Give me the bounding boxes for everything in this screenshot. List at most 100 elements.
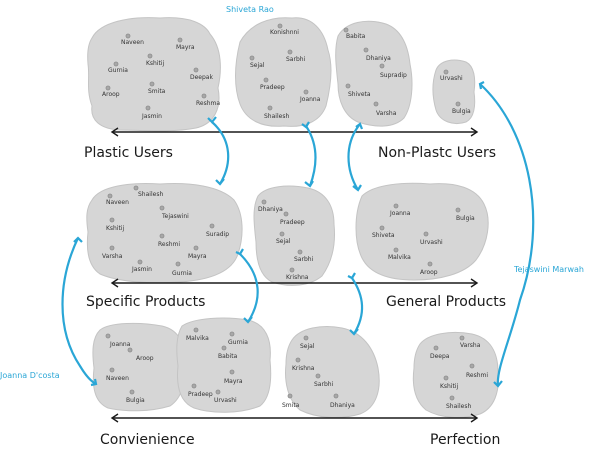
person-marker: Deepak <box>190 67 213 81</box>
arrowhead <box>301 121 310 129</box>
svg-text:Deepa: Deepa <box>430 353 450 360</box>
person-marker: Aroop <box>420 261 438 276</box>
svg-text:Gurnia: Gurnia <box>108 67 128 74</box>
person-marker: Bulgia <box>126 389 145 404</box>
person-marker: Dhaniya <box>258 199 283 213</box>
svg-text:Sarbhi: Sarbhi <box>314 381 334 388</box>
connector-arrow <box>351 277 364 335</box>
connector-arrow <box>347 123 361 191</box>
person-marker: Shailesh <box>133 185 163 198</box>
svg-text:Urvashi: Urvashi <box>440 75 463 82</box>
person-marker: Babita <box>343 27 366 40</box>
connector-arrow <box>479 83 535 387</box>
arrowhead <box>347 272 356 280</box>
person-marker: Reshma <box>196 93 220 107</box>
arrowhead <box>235 248 244 256</box>
person-marker: Bulgia <box>455 207 475 222</box>
svg-text:Dhaniya: Dhaniya <box>366 55 391 62</box>
connector-arrow <box>239 253 259 323</box>
person-marker: Shiveta <box>345 83 371 98</box>
person-marker: Kshitij <box>146 53 165 67</box>
person-marker: Reshmi <box>466 363 488 379</box>
person-marker: Varsha <box>459 335 481 349</box>
svg-text:Krishna: Krishna <box>292 365 315 372</box>
arrowhead <box>243 316 253 324</box>
person-marker: Pradeep <box>260 77 285 91</box>
svg-text:Naveen: Naveen <box>106 375 129 382</box>
person-marker: Jasmin <box>131 259 152 273</box>
person-marker: Gurnia <box>108 61 128 74</box>
person-marker: Sarbhi <box>294 249 314 263</box>
arrowhead <box>90 378 98 387</box>
svg-text:Dhaniya: Dhaniya <box>330 402 355 409</box>
person-marker: Sarbhi <box>286 49 306 63</box>
person-marker: Kshitij <box>106 217 125 232</box>
person-marker: Aroop <box>102 85 120 98</box>
svg-text:Shiveta: Shiveta <box>372 232 395 239</box>
cluster-blob <box>176 317 272 413</box>
svg-text:Bulgia: Bulgia <box>456 215 475 222</box>
svg-text:Sarbhi: Sarbhi <box>294 256 314 263</box>
svg-text:Dhaniya: Dhaniya <box>258 206 283 213</box>
arrowhead <box>215 178 225 186</box>
svg-text:Pradeep: Pradeep <box>280 219 305 226</box>
person-marker: Smita <box>148 81 166 95</box>
person-marker: Naveen <box>121 33 144 46</box>
svg-text:Joanna: Joanna <box>389 210 411 217</box>
svg-text:Kshitij: Kshitij <box>146 60 165 67</box>
person-marker: Krishna <box>292 357 315 372</box>
author-label-left: Joanna D'costa <box>0 371 60 380</box>
person-marker: Suradip <box>206 223 229 238</box>
person-marker: Mayra <box>176 37 195 51</box>
cluster-blob <box>335 20 413 127</box>
person-marker: Dhaniya <box>330 393 355 409</box>
axis-label-specific-products: Specific Products <box>86 294 205 310</box>
svg-text:Gurnia: Gurnia <box>172 270 192 277</box>
svg-text:Malvika: Malvika <box>186 335 209 342</box>
svg-text:Mayra: Mayra <box>176 44 195 51</box>
person-marker: Babita <box>218 345 238 360</box>
arrowhead <box>349 328 359 336</box>
person-marker: Pradeep <box>280 211 305 226</box>
person-marker: Reshmi <box>158 233 180 248</box>
person-marker: Pradeep <box>188 383 213 398</box>
svg-text:Shailesh: Shailesh <box>264 113 289 120</box>
svg-text:Konishnni: Konishnni <box>270 29 299 36</box>
person-marker: Joanna <box>105 333 131 348</box>
person-marker: Sejal <box>300 335 315 350</box>
person-marker: Sarbhi <box>314 373 334 388</box>
cluster-blob <box>235 17 332 127</box>
person-marker: Malvika <box>388 247 411 261</box>
arrowhead <box>355 122 364 130</box>
svg-text:Suradip: Suradip <box>206 231 229 238</box>
axis-label-plastic-users: Plastic Users <box>84 145 173 161</box>
arrowhead <box>304 180 314 188</box>
axis-label-non-plastic-users: Non-Plastc Users <box>378 145 496 161</box>
axis-arrowhead-right <box>470 127 479 137</box>
person-marker: Krishna <box>286 267 309 281</box>
person-marker: Aroop <box>127 347 154 362</box>
svg-text:Gurnia: Gurnia <box>228 339 248 346</box>
svg-text:Mayra: Mayra <box>188 253 207 260</box>
cluster-blob <box>285 326 380 418</box>
person-marker: Shailesh <box>264 105 289 120</box>
svg-text:Jasmin: Jasmin <box>131 266 152 273</box>
svg-text:Sejal: Sejal <box>250 62 265 69</box>
arrowhead <box>73 236 83 243</box>
svg-text:Aroop: Aroop <box>420 269 438 276</box>
person-marker: Jasmin <box>141 105 162 120</box>
svg-text:Varsha: Varsha <box>460 342 481 349</box>
person-marker: Joanna <box>299 89 321 103</box>
person-marker: Gurnia <box>228 331 248 346</box>
svg-text:Reshmi: Reshmi <box>158 241 180 248</box>
person-marker: Bulgia <box>452 101 471 115</box>
person-marker: Varsha <box>102 245 123 260</box>
svg-text:Malvika: Malvika <box>388 254 411 261</box>
arrowhead <box>493 380 503 388</box>
svg-text:Tejaswini: Tejaswini <box>161 213 189 220</box>
person-marker: Naveen <box>106 367 129 382</box>
person-marker: Shiveta <box>372 225 395 239</box>
person-marker: Joanna <box>389 203 411 217</box>
person-marker: Deepa <box>430 345 450 360</box>
